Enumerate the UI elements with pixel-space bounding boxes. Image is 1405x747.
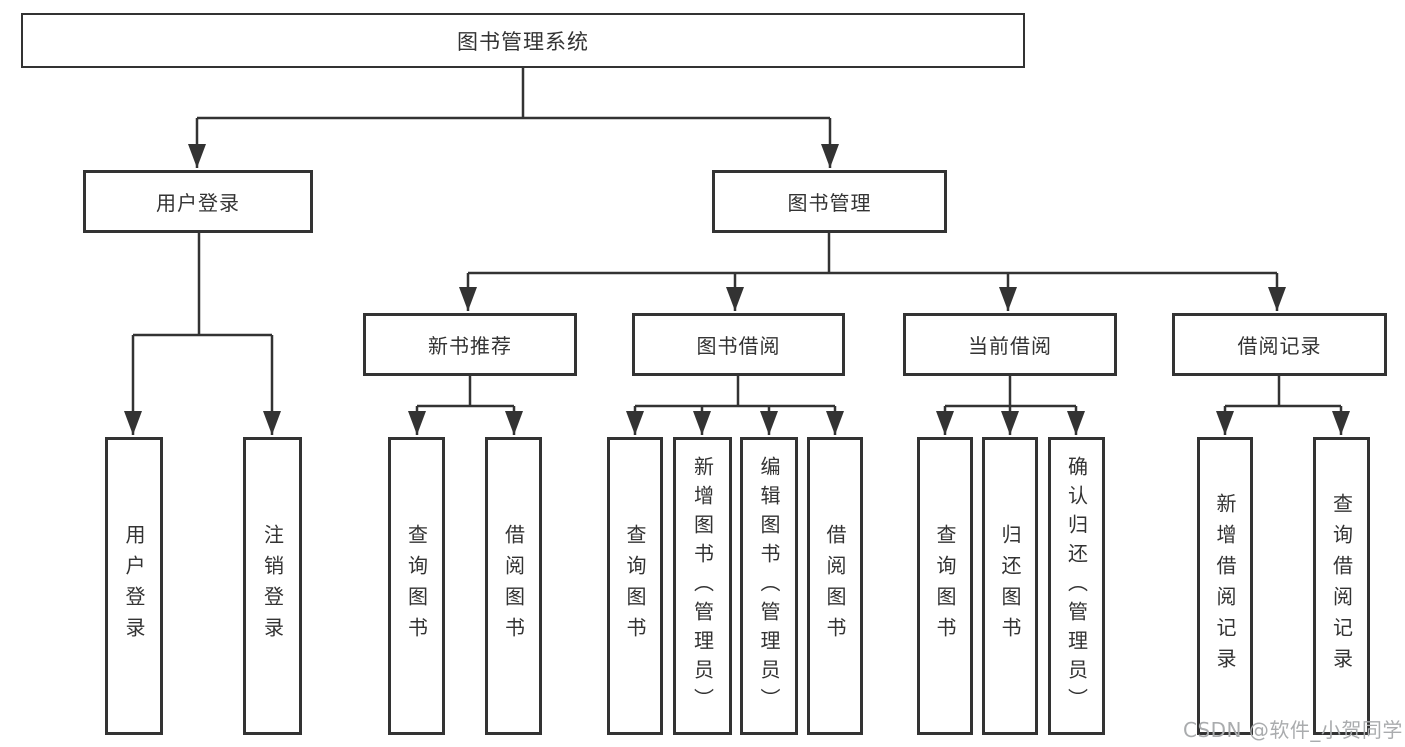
node-label: 查询图书 bbox=[623, 524, 647, 648]
node-leaf-query-book-recommend: 查询图书 bbox=[388, 437, 445, 735]
node-label: 注销登录 bbox=[260, 524, 285, 648]
node-leaf-user-login: 用户登录 bbox=[105, 437, 163, 735]
node-label: 借阅记录 bbox=[1237, 334, 1322, 358]
node-leaf-add-book-admin: 新增图书（管理员） bbox=[673, 437, 732, 735]
node-label: 确认归还（管理员） bbox=[1064, 455, 1089, 717]
connector-trunks bbox=[133, 68, 1341, 408]
node-leaf-return-book: 归还图书 bbox=[982, 437, 1038, 735]
node-label: 图书管理 bbox=[787, 191, 872, 215]
node-label: 借阅图书 bbox=[501, 524, 526, 648]
node-leaf-query-book-current: 查询图书 bbox=[917, 437, 973, 735]
node-new-book-recommendation: 新书推荐 bbox=[363, 313, 577, 376]
node-label: 查询图书 bbox=[404, 524, 429, 648]
node-book-management: 图书管理 bbox=[712, 170, 947, 233]
node-label: 用户登录 bbox=[122, 524, 146, 648]
node-label: 归还图书 bbox=[998, 524, 1022, 648]
node-label: 查询借阅记录 bbox=[1329, 493, 1354, 679]
node-label: 图书借阅 bbox=[696, 334, 781, 358]
node-leaf-borrow-book: 借阅图书 bbox=[807, 437, 863, 735]
node-borrowing-records: 借阅记录 bbox=[1172, 313, 1387, 376]
node-label: 借阅图书 bbox=[823, 524, 847, 648]
node-label: 图书管理系统 bbox=[457, 29, 589, 54]
node-leaf-query-book-borrow: 查询图书 bbox=[607, 437, 663, 735]
node-book-borrowing: 图书借阅 bbox=[632, 313, 845, 376]
node-label: 编辑图书（管理员） bbox=[757, 455, 781, 717]
csdn-watermark: CSDN @软件_小贺同学 bbox=[1183, 718, 1403, 742]
node-label: 当前借阅 bbox=[968, 334, 1052, 358]
node-leaf-borrow-book-recommend: 借阅图书 bbox=[485, 437, 542, 735]
node-leaf-confirm-return-admin: 确认归还（管理员） bbox=[1048, 437, 1105, 735]
node-leaf-add-borrow-record: 新增借阅记录 bbox=[1197, 437, 1253, 735]
connector-arrows bbox=[124, 118, 1350, 435]
node-current-borrowing: 当前借阅 bbox=[903, 313, 1117, 376]
node-label: 新增借阅记录 bbox=[1213, 493, 1237, 679]
node-leaf-query-borrow-record: 查询借阅记录 bbox=[1313, 437, 1370, 735]
node-label: 新书推荐 bbox=[428, 334, 512, 358]
node-leaf-edit-book-admin: 编辑图书（管理员） bbox=[740, 437, 798, 735]
node-leaf-logout: 注销登录 bbox=[243, 437, 302, 735]
node-user-login: 用户登录 bbox=[83, 170, 313, 233]
node-label: 用户登录 bbox=[156, 191, 240, 215]
node-label: 新增图书（管理员） bbox=[690, 455, 715, 717]
node-label: 查询图书 bbox=[933, 524, 957, 648]
node-library-management-system: 图书管理系统 bbox=[21, 13, 1025, 68]
